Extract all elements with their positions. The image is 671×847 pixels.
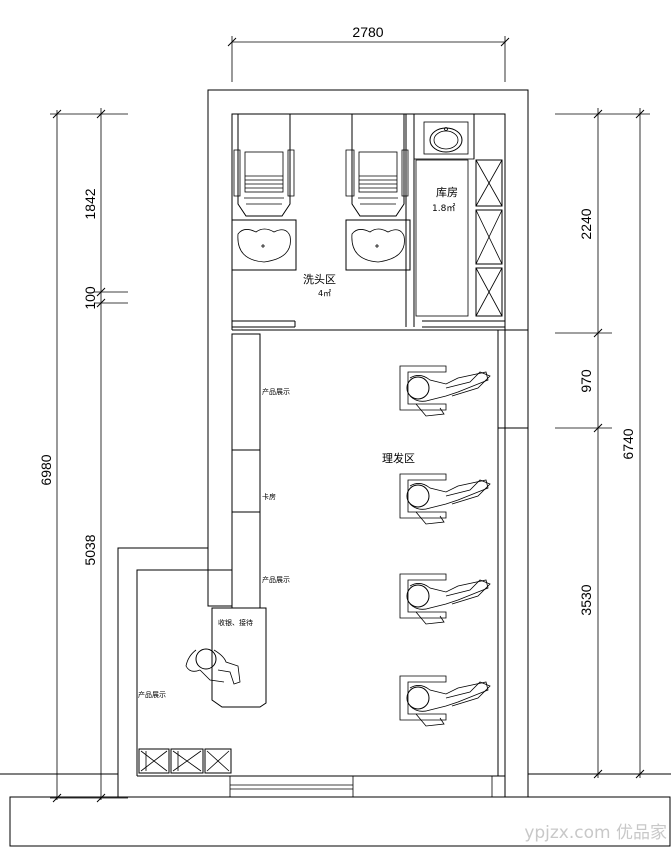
- label-wash-area: 洗头区: [303, 273, 336, 286]
- label-product-display-1: 产品展示: [262, 387, 290, 396]
- dim-left-total: 6980: [38, 454, 54, 485]
- dimension-left-inner: 1842 100 5038: [82, 108, 128, 803]
- label-storage: 库房: [436, 186, 458, 199]
- dim-left-gap: 100: [82, 286, 98, 310]
- display-counter: [211, 333, 267, 708]
- haircut-station-3: [399, 573, 491, 625]
- haircut-station-1: [399, 365, 491, 417]
- label-reception: 收银、接待: [218, 618, 253, 627]
- haircut-station-4: [399, 675, 491, 727]
- storage-shelves: [475, 159, 503, 317]
- label-product-display-3: 产品展示: [138, 690, 166, 699]
- walls: [0, 89, 671, 847]
- dimension-top: 2780: [227, 24, 510, 82]
- receptionist-figure: [185, 648, 241, 685]
- sink: [423, 121, 469, 155]
- dim-left-lower: 5038: [82, 534, 98, 565]
- dimension-right-inner: 2240 970 3530: [555, 108, 612, 779]
- bottom-shelves: [138, 748, 232, 774]
- wash-chair-1: [231, 114, 297, 271]
- dim-right-middle: 970: [578, 369, 594, 393]
- dim-left-upper: 1842: [82, 188, 98, 219]
- dimension-right-outer: 6740: [612, 108, 650, 779]
- label-wash-area-size: 4㎡: [318, 289, 331, 298]
- haircut-station-2: [399, 473, 491, 525]
- wash-chair-2: [345, 114, 411, 271]
- label-storage-size: 1.8㎡: [432, 203, 455, 214]
- dim-right-upper: 2240: [578, 208, 594, 239]
- dim-right-lower: 3530: [578, 584, 594, 615]
- label-haircut-area: 理发区: [382, 451, 415, 465]
- label-product-display-2: 产品展示: [262, 575, 290, 584]
- dim-top-width: 2780: [352, 24, 383, 40]
- label-card-room: 卡房: [262, 492, 276, 501]
- dim-right-total: 6740: [620, 428, 636, 459]
- dimension-left-outer: 6980: [38, 109, 128, 803]
- watermark: ypjzx.com 优品家: [524, 823, 667, 843]
